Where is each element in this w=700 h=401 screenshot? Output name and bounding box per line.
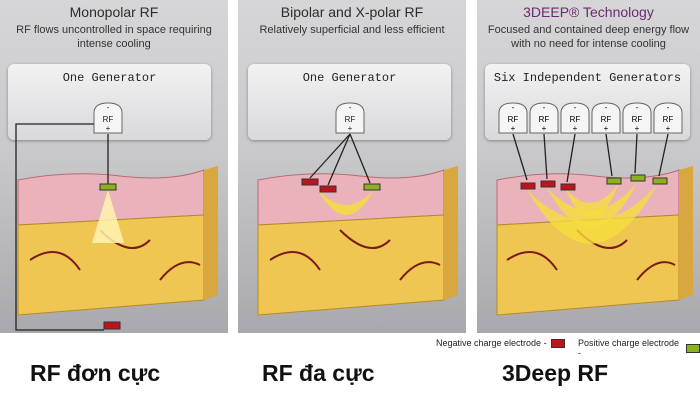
svg-text:RF: RF	[570, 115, 581, 124]
negative-electrode	[520, 182, 536, 190]
negative-electrode	[319, 185, 337, 193]
minus-sign: -	[349, 103, 352, 112]
panel-3deep: 3DEEP® Technology Focused and contained …	[477, 0, 700, 333]
positive-electrode	[99, 183, 117, 191]
skin-block	[257, 166, 458, 316]
negative-electrode	[540, 180, 556, 188]
plus-sign: +	[348, 124, 353, 133]
deep-beam	[527, 185, 657, 244]
panel-title: Bipolar and X-polar RF	[280, 4, 424, 20]
skin-block	[17, 166, 218, 316]
rf-generator-icon: - RF+	[622, 102, 652, 134]
negative-electrode	[301, 178, 319, 186]
return-path	[15, 123, 104, 331]
negative-electrode	[560, 183, 576, 191]
positive-electrode	[630, 174, 646, 182]
legend-positive: Positive charge electrode -	[578, 338, 700, 358]
svg-text:RF: RF	[508, 115, 519, 124]
legend-positive-label: Positive charge electrode -	[578, 338, 680, 358]
mid-beam	[565, 183, 619, 218]
rf-beam	[318, 190, 374, 215]
generator-label: One Generator	[62, 71, 157, 85]
generator-box: One Generator	[248, 64, 451, 140]
svg-text:RF: RF	[601, 115, 612, 124]
negative-electrode	[103, 321, 121, 330]
rf-generators: -RF+ -RF+ -RF+ -RF+ -RF+ -RF+	[498, 102, 683, 134]
panel-subtitle: Relatively superficial and less efficien…	[259, 24, 445, 36]
svg-text:-: -	[512, 103, 515, 112]
svg-text:-: -	[605, 103, 608, 112]
monopolar-diagram: - RF +	[15, 102, 218, 331]
svg-text:-: -	[574, 103, 577, 112]
svg-text:+: +	[511, 124, 516, 133]
svg-text:RF: RF	[663, 115, 674, 124]
panel-monopolar: Monopolar RF RF flows uncontrolled in sp…	[0, 0, 228, 333]
legend-negative: Negative charge electrode -	[436, 338, 565, 348]
legend-negative-label: Negative charge electrode -	[436, 338, 547, 348]
panel-title: 3DEEP® Technology	[523, 4, 654, 20]
panel-bipolar: Bipolar and X-polar RF Relatively superf…	[238, 0, 466, 333]
generator-label: Six Independent Generators	[493, 71, 682, 85]
positive-electrode	[606, 177, 622, 185]
generator-label: One Generator	[302, 71, 397, 85]
positive-swatch	[686, 343, 700, 353]
rf-label: RF	[103, 115, 114, 124]
rf-label: RF	[345, 115, 356, 124]
rf-generator-icon: - RF+	[560, 102, 590, 134]
caption-bipolar: RF đa cực	[262, 360, 375, 386]
svg-text:+: +	[666, 124, 671, 133]
svg-text:+: +	[604, 124, 609, 133]
panel-subtitle: Focused and contained deep energy flow w…	[487, 24, 690, 50]
minus-sign: -	[107, 103, 110, 112]
positive-electrode	[363, 183, 381, 191]
rf-generator-icon: - RF+	[591, 102, 621, 134]
caption-monopolar: RF đơn cực	[30, 360, 161, 386]
rf-generator-icon: - RF +	[93, 102, 123, 134]
caption-3deep: 3Deep RF	[502, 360, 609, 386]
rf-beam	[92, 190, 124, 243]
svg-text:-: -	[543, 103, 546, 112]
svg-text:RF: RF	[632, 115, 643, 124]
svg-text:-: -	[667, 103, 670, 112]
svg-text:-: -	[636, 103, 639, 112]
bipolar-diagram: - RF +	[257, 102, 458, 316]
rf-generator-icon: - RF+	[529, 102, 559, 134]
svg-text:+: +	[635, 124, 640, 133]
deep-beam	[547, 183, 637, 228]
svg-text:+: +	[573, 124, 578, 133]
svg-text:+: +	[542, 124, 547, 133]
positive-electrode	[652, 177, 668, 185]
svg-text:RF: RF	[539, 115, 550, 124]
panel-subtitle: RF flows uncontrolled in space requiring…	[16, 24, 212, 50]
rf-generator-icon: - RF +	[335, 102, 365, 134]
3deep-diagram: -RF+ -RF+ -RF+ -RF+ -RF+ -RF+	[496, 102, 693, 316]
plus-sign: +	[106, 124, 111, 133]
rf-generator-icon: - RF+	[498, 102, 528, 134]
panel-title: Monopolar RF	[69, 4, 159, 20]
negative-swatch	[550, 338, 565, 348]
rf-generator-icon: - RF+	[653, 102, 683, 134]
